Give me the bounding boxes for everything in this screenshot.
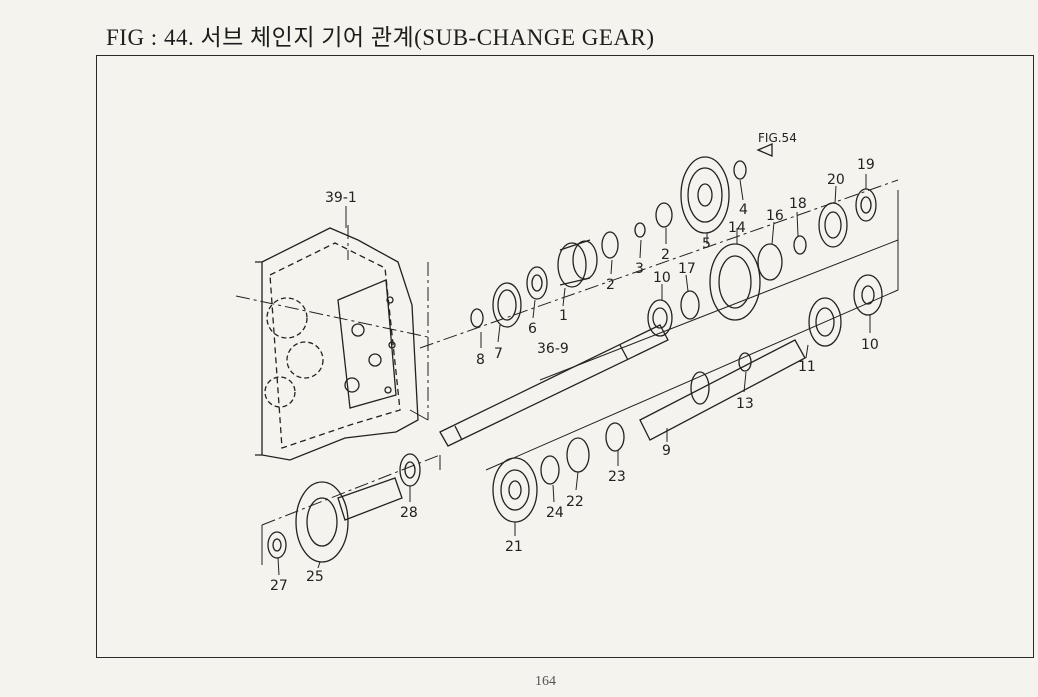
label-25: 25 — [306, 569, 324, 585]
upper-gear-train — [470, 143, 773, 328]
label-7: 7 — [494, 346, 503, 362]
label-2a: 2 — [606, 277, 615, 293]
label-2b: 2 — [661, 247, 670, 263]
label-18: 18 — [789, 196, 807, 212]
label-21: 21 — [505, 539, 523, 555]
label-16: 16 — [766, 208, 784, 224]
label-13: 13 — [736, 396, 754, 412]
main-shaft — [439, 324, 669, 447]
page-title: FIG : 44. 서브 체인지 기어 관계(SUB-CHANGE GEAR) — [106, 25, 655, 50]
label-3: 3 — [635, 261, 644, 277]
transmission-housing — [255, 227, 419, 461]
label-9: 9 — [662, 443, 671, 459]
middle-gear-train — [647, 188, 877, 337]
label-22: 22 — [566, 494, 584, 510]
label-5: 5 — [702, 236, 711, 252]
label-20: 20 — [827, 172, 845, 188]
leader-lines — [277, 174, 871, 576]
label-28: 28 — [400, 505, 418, 521]
label-36-9: 36-9 — [537, 341, 569, 357]
label-23: 23 — [608, 469, 626, 485]
input-gear-assembly — [267, 453, 421, 563]
label-10b: 10 — [861, 337, 879, 353]
fig-reference: FIG.54 — [758, 131, 797, 145]
label-39-1: 39-1 — [325, 190, 357, 206]
label-17: 17 — [678, 261, 696, 277]
label-4: 4 — [739, 202, 748, 218]
counter-shaft — [639, 274, 883, 441]
diagram-frame — [96, 55, 1034, 658]
page-number: 164 — [535, 674, 556, 689]
label-19: 19 — [857, 157, 875, 173]
label-8: 8 — [476, 352, 485, 368]
label-14: 14 — [728, 220, 746, 236]
label-6: 6 — [528, 321, 537, 337]
label-10a: 10 — [653, 270, 671, 286]
label-24: 24 — [546, 505, 564, 521]
label-1: 1 — [559, 308, 568, 324]
label-11: 11 — [798, 359, 816, 375]
label-27: 27 — [270, 578, 288, 594]
